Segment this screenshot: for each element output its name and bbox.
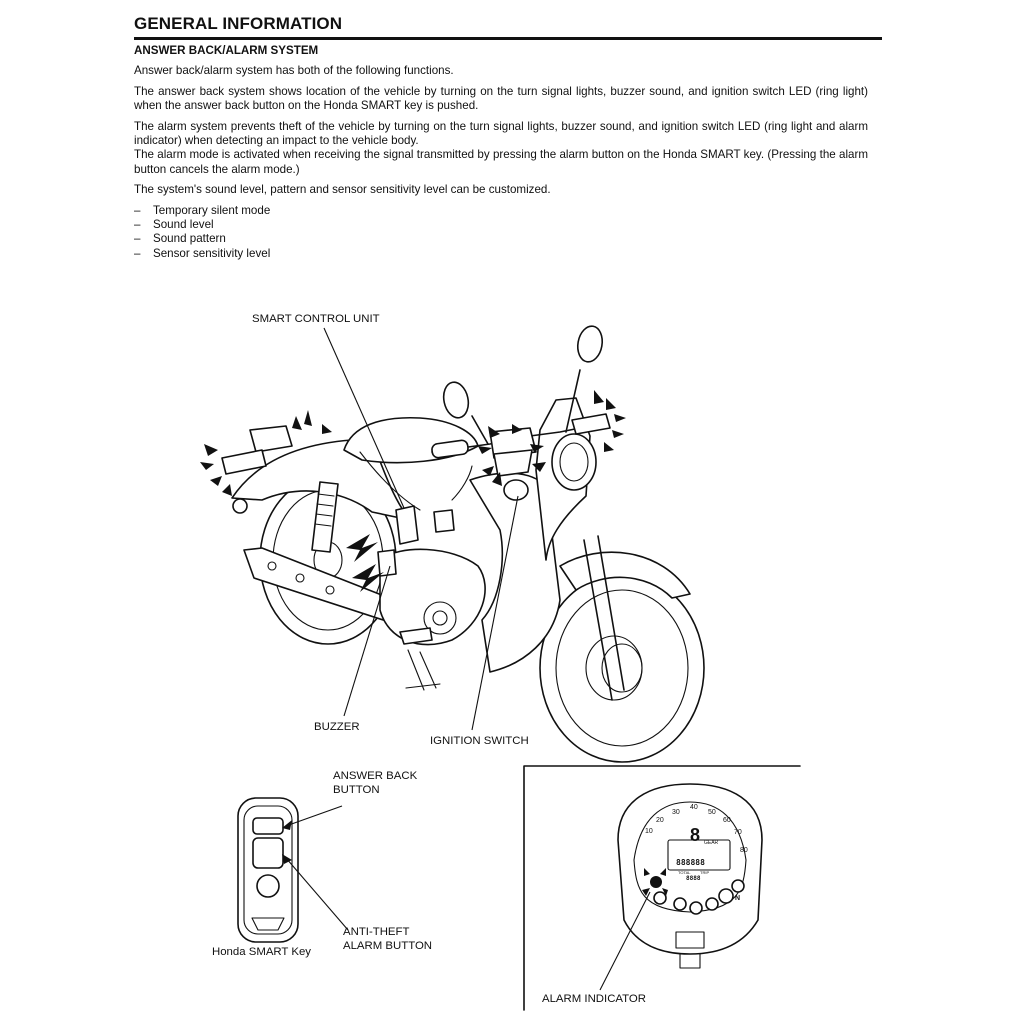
meter-panel-drawing	[523, 765, 801, 1011]
front-fender	[559, 551, 691, 599]
rear-shock	[311, 481, 339, 553]
section-heading: ANSWER BACK/ALARM SYSTEM	[134, 44, 319, 57]
list-item: –Sensor sensitivity level	[134, 246, 271, 260]
buzzer-sound-mark	[352, 564, 384, 592]
alarm-button-shape	[252, 837, 284, 869]
headlight	[551, 433, 597, 491]
section-content: ANSWER BACK/ALARM SYSTEM Answer back/ala…	[134, 44, 868, 261]
trip-label: TRIP	[700, 870, 710, 875]
gear-digit: 8	[690, 825, 701, 845]
flash-marks	[200, 390, 626, 496]
left-front-turn-signal	[493, 449, 533, 477]
buzzer-sound-mark	[346, 534, 378, 562]
label-anti-theft-alarm-button: ANTI-THEFT ALARM BUTTON	[343, 926, 433, 952]
speed-tick-50: 50	[708, 809, 716, 816]
connector	[433, 509, 455, 533]
front-turn-signal	[571, 413, 611, 435]
rear-reflector	[232, 498, 248, 514]
speed-tick-10: 10	[645, 828, 653, 835]
front-wheel	[539, 573, 705, 763]
list-item: –Temporary silent mode	[134, 203, 271, 217]
key-release-button	[256, 874, 280, 898]
list-marker: –	[134, 246, 141, 260]
smart-key-drawing	[237, 797, 349, 943]
label-answer-back-button: ANSWER BACK BUTTON	[333, 770, 418, 796]
label-ignition-switch: IGNITION SWITCH	[430, 735, 529, 747]
ignition-switch-knob	[503, 479, 529, 501]
customization-list: –Temporary silent mode –Sound level –Sou…	[134, 204, 868, 262]
paragraph-answer-back: The answer back system shows location of…	[134, 84, 868, 113]
odometer-digits: 888888	[676, 858, 705, 867]
list-marker: –	[134, 218, 141, 232]
speed-tick-70: 70	[734, 829, 742, 836]
left-grip	[431, 439, 469, 459]
label-honda-smart-key: Honda SMART Key	[212, 946, 311, 958]
smart-control-unit	[395, 505, 419, 545]
page-header: GENERAL INFORMATION	[134, 14, 882, 40]
left-mirror	[442, 381, 470, 419]
neutral-indicator: N	[735, 895, 741, 902]
clock-digits: 8888	[686, 875, 701, 882]
label-alarm-indicator: ALARM INDICATOR	[542, 993, 647, 1005]
page-title: GENERAL INFORMATION	[134, 14, 343, 33]
speed-tick-60: 60	[723, 817, 731, 824]
motorcycle-drawing	[221, 325, 705, 763]
alarm-indicator-lamp	[650, 876, 662, 888]
right-mirror	[576, 325, 604, 363]
label-smart-control-unit: SMART CONTROL UNIT	[252, 313, 380, 325]
list-item: –Sound level	[134, 218, 214, 232]
speed-tick-20: 20	[656, 817, 664, 824]
rear-turn-signal	[221, 449, 267, 475]
gear-label: GEAR	[704, 840, 719, 846]
list-marker: –	[134, 203, 141, 217]
speed-tick-40: 40	[690, 804, 698, 811]
list-item: –Sound pattern	[134, 232, 226, 246]
footpeg	[399, 627, 433, 645]
paragraph-customize: The system's sound level, pattern and se…	[134, 183, 551, 197]
list-marker: –	[134, 232, 141, 246]
speed-tick-30: 30	[672, 809, 680, 816]
answer-back-button-shape	[252, 817, 284, 835]
tail-light	[249, 425, 293, 453]
buzzer-unit	[377, 549, 397, 577]
label-buzzer: BUZZER	[314, 721, 360, 733]
speed-tick-80: 80	[740, 847, 748, 854]
paragraph-intro: Answer back/alarm system has both of the…	[134, 64, 454, 78]
leader-lines	[323, 327, 519, 731]
paragraph-alarm-mode: The alarm mode is activated when receivi…	[134, 148, 868, 176]
total-label: TOTAL	[678, 870, 691, 875]
paragraph-alarm: The alarm system prevents theft of the v…	[134, 119, 868, 148]
